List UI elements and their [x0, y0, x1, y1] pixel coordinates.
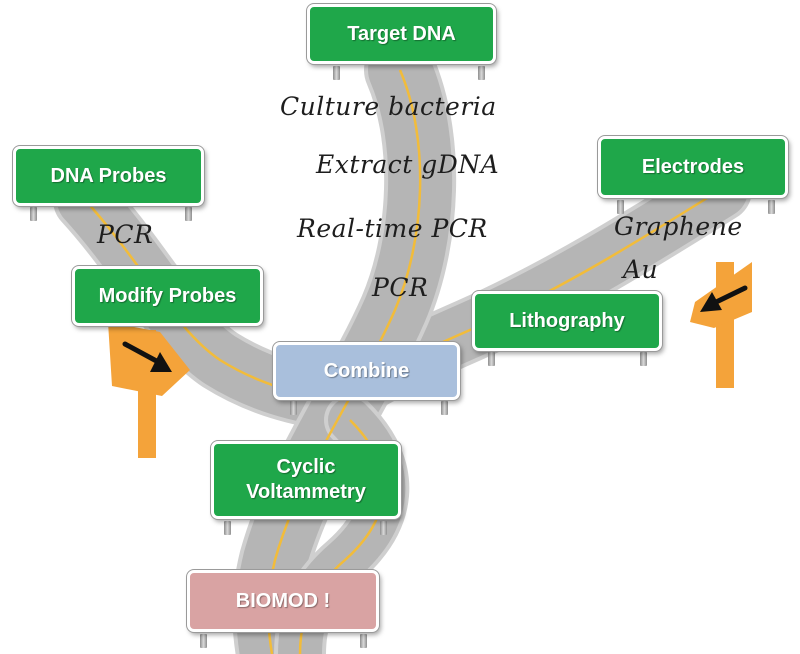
sign-modify-probes-label: Modify Probes [98, 284, 237, 307]
sign-electrodes: Electrodes [598, 136, 788, 198]
sign-post [441, 401, 448, 415]
sign-post [380, 521, 387, 535]
sign-dna-probes: DNA Probes [13, 146, 204, 206]
sign-post [640, 352, 647, 366]
sign-post [30, 207, 37, 221]
sign-post [360, 634, 367, 648]
note-culture-bacteria: Culture bacteria [280, 92, 497, 121]
sign-cyclic-voltammetry-label: Cyclic Voltammetry [246, 456, 366, 503]
sign-post [333, 66, 340, 80]
sign-electrodes-label: Electrodes [641, 155, 745, 178]
sign-biomod-label: BIOMOD ! [235, 589, 331, 612]
sign-post [200, 634, 207, 648]
sign-post [185, 207, 192, 221]
note-graphene: Graphene [614, 212, 743, 241]
sign-combine: Combine [273, 342, 460, 400]
sign-cyclic-voltammetry: Cyclic Voltammetry [211, 441, 401, 519]
sign-biomod: BIOMOD ! [187, 570, 379, 632]
sign-target-dna-label: Target DNA [347, 22, 456, 45]
note-pcr-left: PCR [97, 220, 154, 249]
sign-target-dna: Target DNA [307, 4, 496, 64]
sign-lithography-label: Lithography [509, 309, 625, 332]
note-extract-gdna: Extract gDNA [316, 150, 500, 179]
sign-combine-label: Combine [323, 359, 410, 382]
sign-post [478, 66, 485, 80]
note-realtime-pcr: Real-time PCR [297, 214, 488, 243]
direction-arrow-icon [108, 322, 190, 458]
sign-post [488, 352, 495, 366]
sign-post [224, 521, 231, 535]
note-au: Au [623, 255, 659, 284]
sign-modify-probes: Modify Probes [72, 266, 263, 326]
sign-lithography: Lithography [472, 291, 662, 351]
sign-post [768, 200, 775, 214]
direction-arrow-icon [690, 262, 752, 388]
note-pcr-center: PCR [372, 273, 429, 302]
sign-post [290, 401, 297, 415]
sign-dna-probes-label: DNA Probes [50, 164, 167, 187]
sign-post [617, 200, 624, 214]
